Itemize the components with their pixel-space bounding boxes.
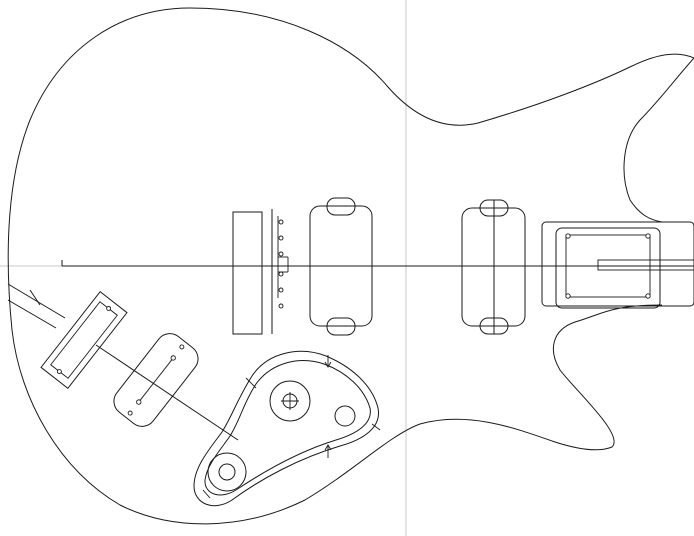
- jack-plate-outer: [40, 291, 128, 389]
- selector-screw: [136, 399, 142, 405]
- mount-screw: [565, 233, 571, 239]
- knob-hole-small[interactable]: [334, 405, 356, 427]
- bridge-pickup-top-ear: [326, 197, 356, 216]
- neck-pickup-top-ear: [479, 199, 509, 217]
- cavity-dimension-arrow: [202, 489, 211, 499]
- selector-screw: [179, 344, 185, 350]
- cavity-arrow-head: [324, 444, 332, 451]
- knob-hole-large[interactable]: [269, 380, 311, 422]
- pickup-selector[interactable]: [108, 328, 203, 432]
- neck-pickup-bottom-ear: [479, 317, 509, 335]
- body-outline[interactable]: [7, 7, 694, 525]
- control-cavity-inner: [204, 360, 371, 496]
- knob-hole-lower[interactable]: [207, 452, 247, 492]
- body-upper-cutaway: [623, 57, 694, 223]
- cavity-dimension-arrow: [245, 377, 257, 389]
- selector-slot: [138, 357, 174, 403]
- saddle-point: [278, 271, 284, 277]
- saddle-point: [278, 251, 284, 257]
- jack-channel-line: [7, 299, 57, 329]
- saddle-point: [278, 235, 284, 241]
- bridge-pickup-bottom-ear: [326, 317, 356, 336]
- cavity-arrow-head: [324, 361, 332, 368]
- saddle-point: [278, 287, 284, 293]
- neck-pocket[interactable]: [541, 221, 694, 307]
- bridge-pickup[interactable]: [309, 205, 373, 327]
- control-alignment-line: [95, 344, 239, 441]
- jack-screw: [106, 306, 112, 311]
- mount-screw: [645, 293, 651, 299]
- knob-shaft-hole-lower: [218, 463, 236, 481]
- mount-screw: [645, 233, 651, 239]
- output-jack-plate[interactable]: [40, 291, 128, 389]
- saddle-point: [278, 219, 284, 225]
- cavity-dimension-arrow: [371, 423, 381, 431]
- selector-plate: [113, 333, 199, 427]
- jack-screw: [56, 369, 62, 374]
- mount-screw: [565, 293, 571, 299]
- selector-screw: [127, 410, 133, 416]
- saddle-point: [278, 303, 284, 309]
- truss-rod-channel: [597, 259, 694, 271]
- neck-pickup-ring: [555, 227, 661, 309]
- jack-channel-line: [7, 283, 66, 319]
- control-cavity[interactable]: [193, 350, 379, 507]
- stop-tailpiece[interactable]: [232, 211, 263, 335]
- jack-channel-tick: [29, 289, 41, 306]
- selector-screw: [170, 355, 176, 361]
